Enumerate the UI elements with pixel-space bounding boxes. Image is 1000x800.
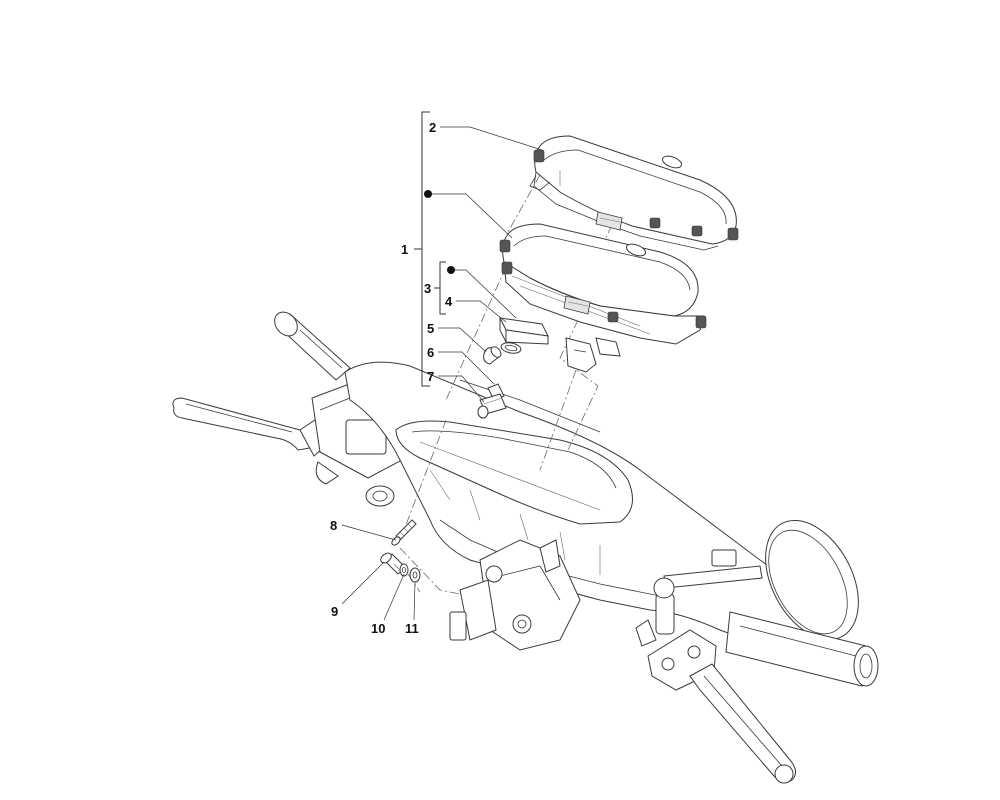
part-1-instrument-cluster [499,223,707,373]
callout-6: 6 [427,345,434,360]
part-4-block [499,317,549,345]
callout-10: 10 [371,621,385,636]
bracket-part-1 [414,111,430,387]
part-5-ring [500,342,522,354]
callout-9: 9 [331,604,338,619]
part-2-instrument-cover [529,135,739,251]
part-10-washer [399,563,409,577]
callout-labels: 1 2 3 4 5 6 7 8 9 10 11 [330,120,453,636]
callout-5: 5 [427,321,434,336]
part-11-washer [409,567,421,583]
bracket-part-3 [434,261,446,315]
steering-bracket [449,539,581,651]
callout-2: 2 [429,120,436,135]
handlebar-cover [344,361,821,658]
right-mirror [663,519,859,641]
part-7-bulb-socket [477,383,507,419]
callout-3: 3 [424,281,431,296]
callout-8: 8 [330,518,337,533]
right-grip [725,611,879,687]
left-grip [274,311,351,381]
kit-marker-dot [424,190,432,198]
callout-11: 11 [405,621,419,636]
left-brake-lever [172,397,333,457]
callout-1: 1 [401,242,408,257]
part-6-bulb [483,346,502,365]
kit-marker-dot [447,266,455,274]
handlebar-assembly [172,311,879,784]
part-8-screw [391,519,417,546]
callout-4: 4 [445,294,453,309]
callout-7: 7 [427,369,434,384]
right-brake-lever [689,663,796,784]
leader-lines [341,126,543,621]
